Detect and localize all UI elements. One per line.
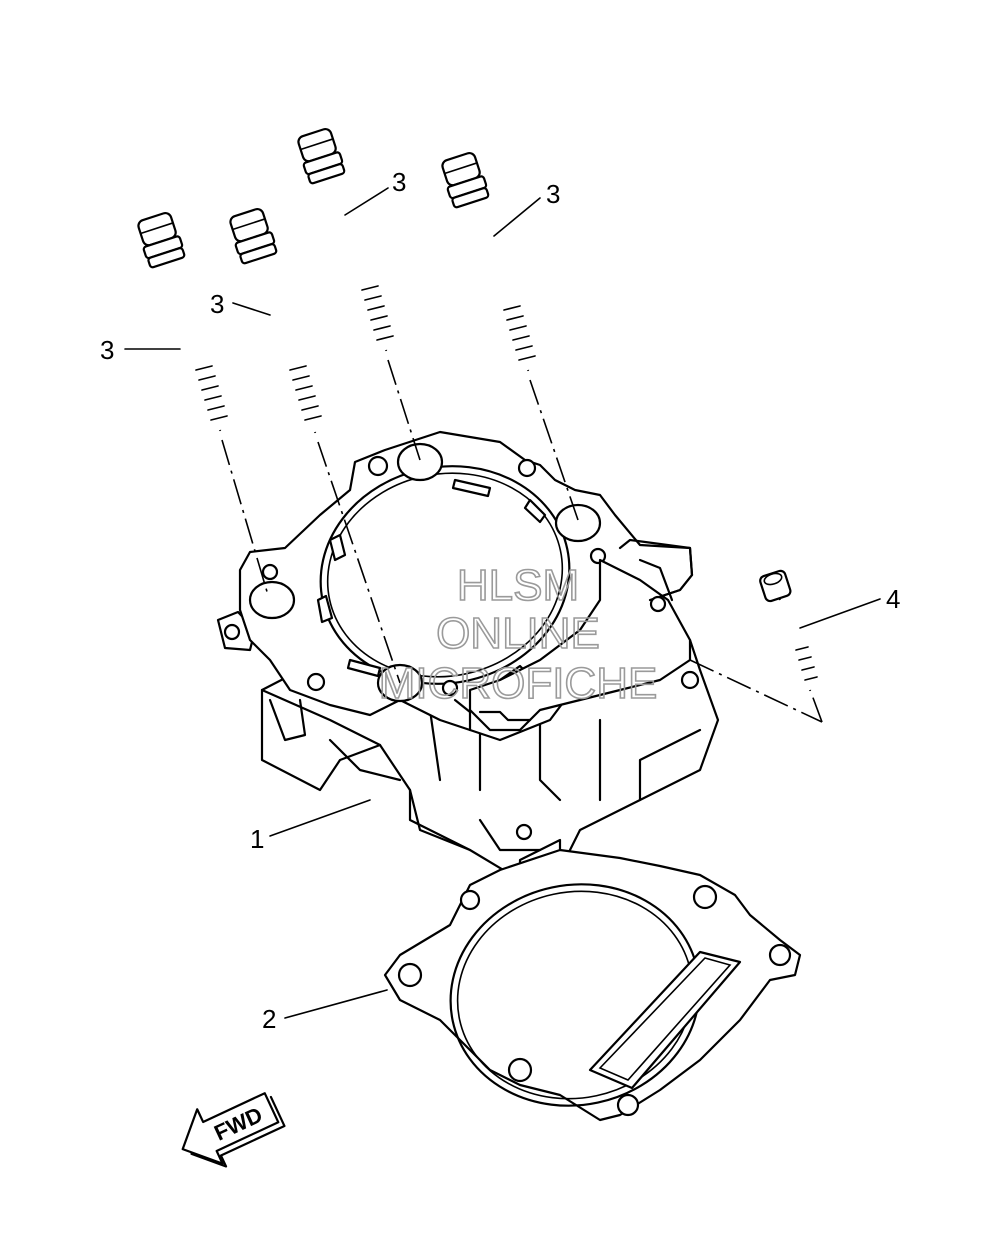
cylinder-head-bolt-c xyxy=(293,125,394,352)
leader-lines xyxy=(124,187,881,1019)
cylinder-head-bolt-d xyxy=(437,149,536,372)
callout-labels: 3 3 3 3 4 1 2 xyxy=(100,167,900,1034)
cylinder-base-gasket xyxy=(383,848,802,1122)
callout-part-4: 4 xyxy=(886,584,900,614)
cylinder-small-bolt xyxy=(759,569,818,692)
fwd-direction-arrow: FWD xyxy=(181,1092,286,1168)
callout-part-3: 3 xyxy=(210,289,224,319)
cylinder-head-bolt-b xyxy=(225,205,322,434)
callout-part-3: 3 xyxy=(392,167,406,197)
callout-part-2: 2 xyxy=(262,1004,276,1034)
watermark-line-2: ONLINE xyxy=(436,609,600,658)
watermark: HLSM ONLINE MICROFICHE xyxy=(378,560,658,709)
watermark-line-3: MICROFICHE xyxy=(379,659,658,708)
cylinder-head-bolt-a xyxy=(133,209,228,432)
assembly-centerlines xyxy=(221,359,823,723)
callout-part-3: 3 xyxy=(100,335,114,365)
cylinder-block xyxy=(216,430,720,882)
watermark-line-1: HLSM xyxy=(457,561,579,610)
callout-part-3: 3 xyxy=(546,179,560,209)
callout-part-1: 1 xyxy=(250,824,264,854)
